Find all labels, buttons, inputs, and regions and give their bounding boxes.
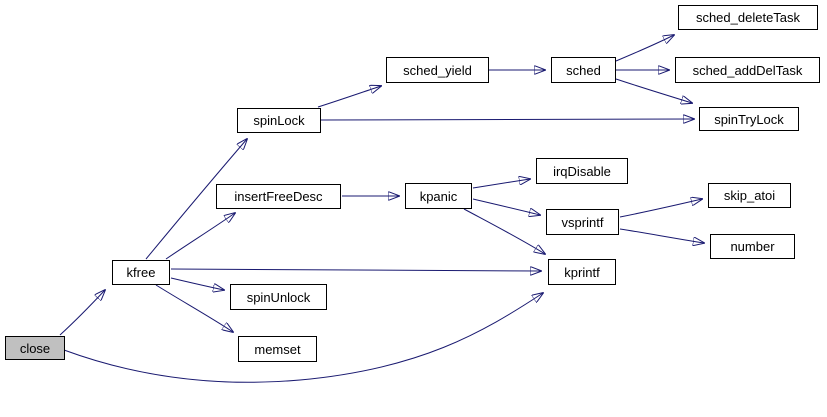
edge-spinLock-spinTryLock (320, 119, 694, 120)
node-spinunlock[interactable]: spinUnlock (230, 284, 327, 310)
node-kfree[interactable]: kfree (112, 260, 170, 285)
edge-kfree-kprintf (170, 269, 541, 271)
node-spinlock[interactable]: spinLock (237, 108, 321, 133)
node-kpanic[interactable]: kpanic (405, 183, 472, 209)
node-vsprintf[interactable]: vsprintf (546, 209, 619, 235)
edge-kpanic-vsprintf (472, 198, 540, 215)
edge-kpanic-irqDisable (472, 179, 530, 189)
edge-kpanic-kprintf (463, 208, 545, 254)
node-insertfreedesc[interactable]: insertFreeDesc (216, 184, 341, 209)
node-close: close (5, 336, 65, 360)
node-skip-atoi[interactable]: skip_atoi (708, 183, 791, 208)
node-kprintf[interactable]: kprintf (548, 259, 616, 285)
node-memset[interactable]: memset (238, 336, 317, 362)
edge-close-kfree (59, 290, 105, 336)
edge-sched-spinTryLock (615, 78, 692, 103)
node-spintrylock[interactable]: spinTryLock (699, 107, 799, 131)
node-irqdisable[interactable]: irqDisable (536, 158, 628, 184)
edge-sched-sched_deleteTask (615, 35, 674, 62)
edge-spinLock-sched_yield (317, 86, 381, 108)
edge-vsprintf-number (619, 228, 704, 243)
node-sched-deletetask[interactable]: sched_deleteTask (678, 5, 818, 30)
edge-kfree-spinUnlock (170, 277, 224, 290)
edge-kfree-spinLock (145, 139, 247, 260)
node-sched-yield[interactable]: sched_yield (386, 57, 489, 83)
node-number[interactable]: number (710, 234, 795, 259)
edge-close-kprintf (63, 293, 543, 383)
edge-kfree-insertFreeDesc (165, 213, 235, 260)
node-sched[interactable]: sched (551, 57, 616, 83)
edge-vsprintf-skip_atoi (619, 199, 702, 218)
node-sched-adddeltask[interactable]: sched_addDelTask (675, 57, 820, 83)
edge-kfree-memset (155, 284, 233, 332)
